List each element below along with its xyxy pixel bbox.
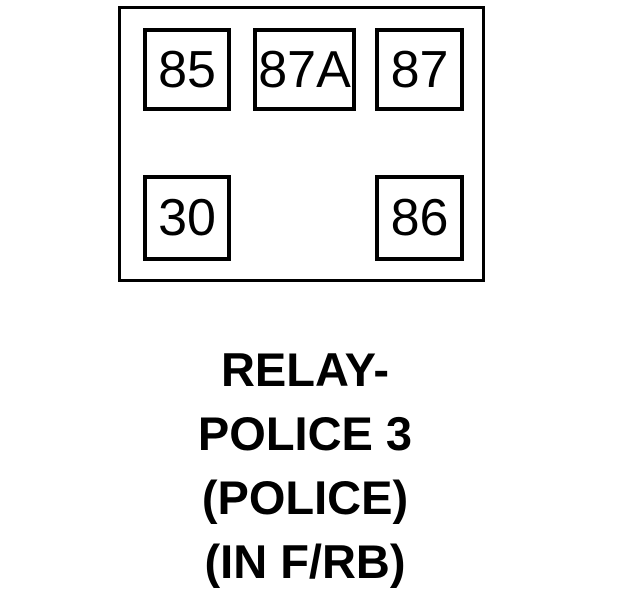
terminal-label-87a: 87A [258, 40, 351, 99]
relay-body-outline: 85 87A 87 30 86 [118, 6, 485, 282]
caption-line-4: (IN F/RB) [204, 535, 406, 588]
terminal-pad-87a[interactable]: 87A [253, 28, 356, 111]
terminal-label-85: 85 [158, 40, 216, 99]
caption-line-1: RELAY- [220, 343, 390, 396]
terminal-pad-85[interactable]: 85 [143, 28, 231, 111]
caption-line-2: POLICE 3 [197, 407, 413, 460]
terminal-pad-86[interactable]: 86 [375, 175, 464, 261]
terminal-label-30: 30 [158, 189, 216, 247]
terminal-label-86: 86 [390, 189, 449, 247]
terminal-pad-87[interactable]: 87 [375, 28, 464, 111]
relay-caption-block: RELAY- POLICE 3 (POLICE) (IN F/RB) [0, 338, 610, 594]
caption-line-3: (POLICE) [201, 471, 409, 524]
terminal-label-87: 87 [390, 40, 449, 99]
terminal-pad-30[interactable]: 30 [143, 175, 231, 261]
